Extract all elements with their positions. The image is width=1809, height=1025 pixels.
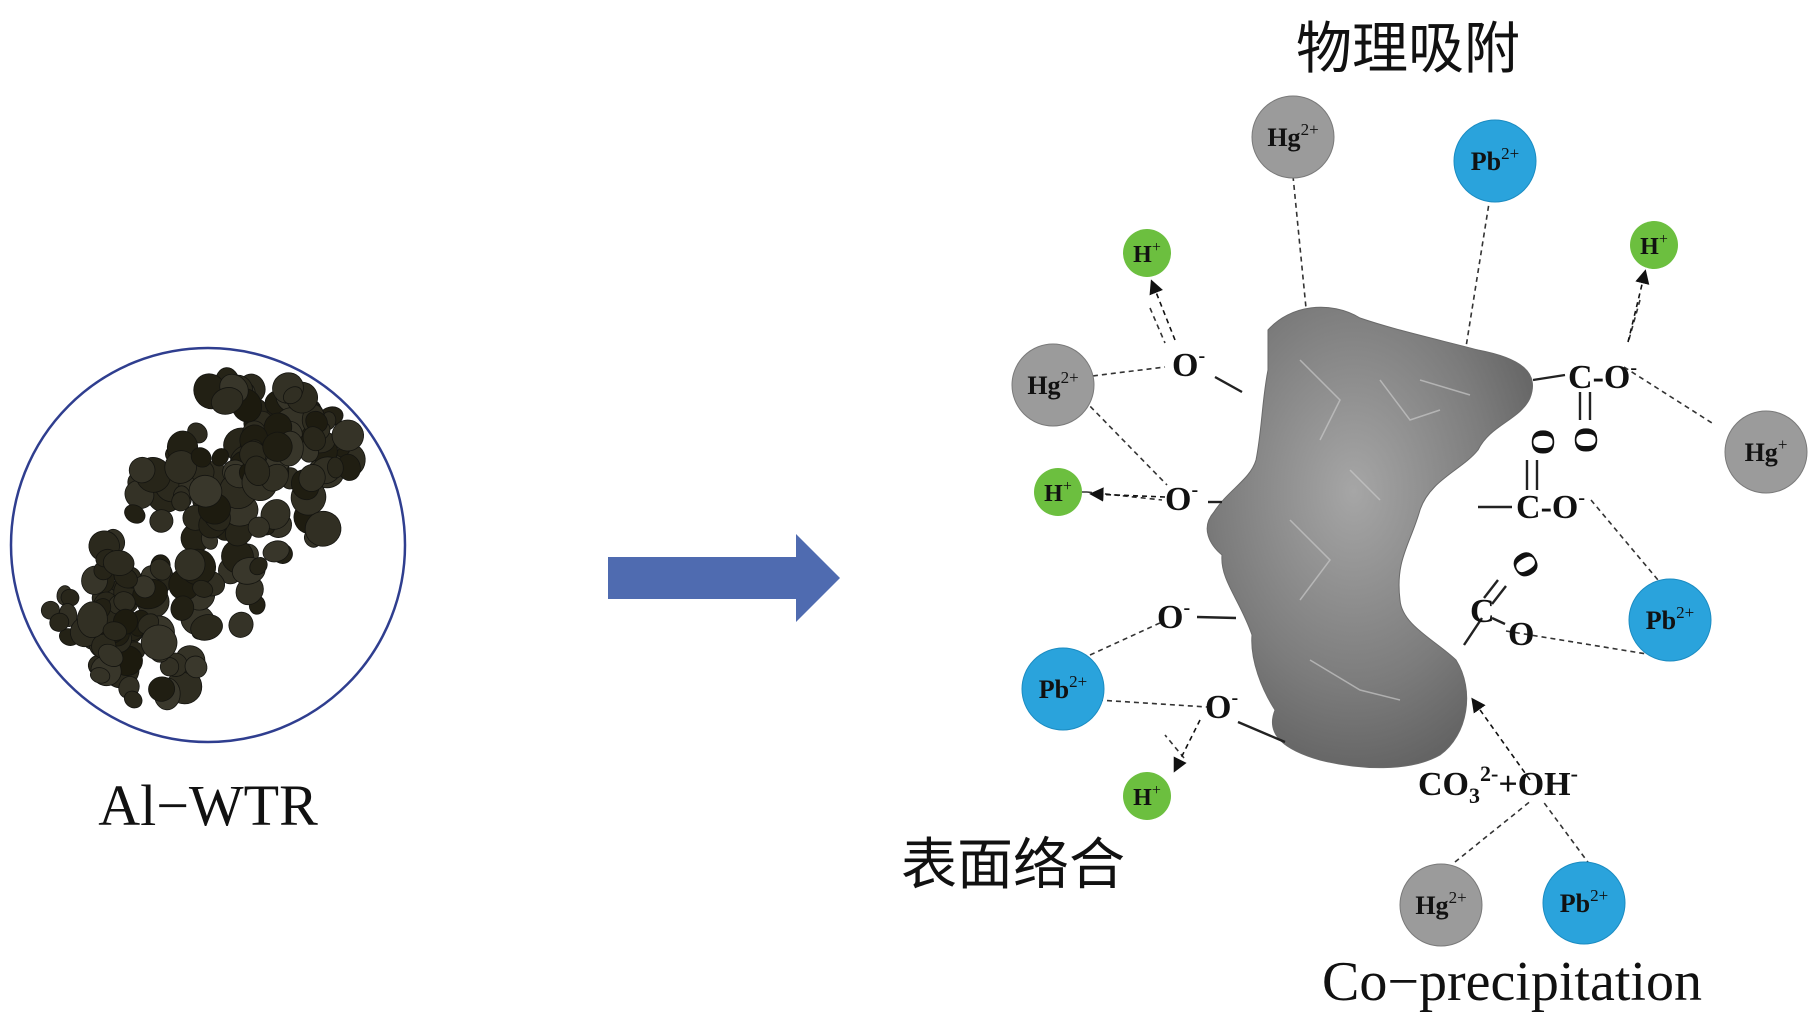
al-wtr-sample bbox=[9, 346, 407, 744]
granule bbox=[49, 612, 70, 632]
granule bbox=[244, 455, 271, 486]
granule bbox=[76, 601, 108, 638]
o-minus-group: O- bbox=[1165, 479, 1198, 518]
granule bbox=[282, 386, 303, 405]
granule bbox=[247, 516, 270, 538]
granule bbox=[304, 510, 342, 547]
surface-bonds bbox=[1196, 373, 1566, 744]
physical-adsorption-label: 物理吸附 bbox=[1296, 19, 1520, 81]
co-precipitation-label: Co−precipitation bbox=[1322, 951, 1702, 1013]
granule bbox=[302, 426, 326, 452]
carboxyl-group-middle: O C-O- bbox=[1516, 429, 1585, 526]
granule bbox=[171, 491, 191, 512]
o-minus-group: O- bbox=[1157, 597, 1190, 636]
granule bbox=[228, 611, 254, 638]
svg-text:C-O-: C-O- bbox=[1516, 487, 1585, 526]
granule bbox=[123, 690, 143, 709]
granule bbox=[98, 643, 124, 667]
o-minus-group: O- bbox=[1205, 687, 1238, 726]
svg-text:O: O bbox=[1524, 429, 1561, 455]
hg2-ion-bottom: Hg2+ bbox=[1399, 863, 1483, 947]
granule bbox=[128, 456, 156, 484]
granule bbox=[174, 548, 206, 581]
svg-text:O: O bbox=[1508, 616, 1534, 653]
granule bbox=[124, 504, 146, 524]
h-ion-bottom-left: H+ bbox=[1123, 772, 1171, 820]
granule bbox=[249, 557, 268, 576]
svg-text:Hg2+: Hg2+ bbox=[1415, 888, 1466, 920]
granule bbox=[140, 624, 178, 661]
granule bbox=[192, 580, 214, 598]
svg-text:H+: H+ bbox=[1640, 231, 1668, 260]
granule bbox=[211, 448, 229, 467]
granule bbox=[298, 464, 326, 492]
svg-text:H+: H+ bbox=[1133, 782, 1161, 811]
granule bbox=[102, 621, 127, 641]
granule bbox=[262, 540, 290, 563]
svg-text:Hg2+: Hg2+ bbox=[1267, 120, 1318, 152]
granule bbox=[102, 550, 135, 576]
granule bbox=[188, 474, 223, 508]
svg-text:H+: H+ bbox=[1133, 239, 1161, 268]
release-arrows bbox=[1089, 269, 1650, 781]
hg2-ion-top: Hg2+ bbox=[1251, 95, 1335, 179]
svg-text:O-: O- bbox=[1165, 479, 1198, 518]
granule-cluster-icon bbox=[40, 367, 366, 711]
granule bbox=[149, 509, 174, 533]
granule bbox=[190, 447, 212, 468]
svg-text:Pb2+: Pb2+ bbox=[1039, 672, 1087, 704]
granule bbox=[184, 655, 208, 679]
svg-text:O-: O- bbox=[1172, 345, 1205, 384]
granule bbox=[262, 431, 293, 462]
svg-text:O: O bbox=[1567, 427, 1604, 453]
granule bbox=[89, 667, 111, 684]
svg-text:C-O-: C-O- bbox=[1568, 357, 1637, 396]
hg2-ion-left: Hg2+ bbox=[1011, 343, 1095, 427]
svg-text:C: C bbox=[1470, 593, 1495, 630]
svg-text:Pb2+: Pb2+ bbox=[1560, 886, 1608, 918]
svg-text:Hg2+: Hg2+ bbox=[1027, 368, 1078, 400]
granule bbox=[210, 387, 244, 415]
surface-complexation-label: 表面络合 bbox=[901, 835, 1125, 897]
svg-text:O-: O- bbox=[1205, 687, 1238, 726]
al-wtr-caption: Al−WTR bbox=[98, 773, 318, 838]
pb2-ion-bottom: Pb2+ bbox=[1542, 861, 1626, 945]
pb2-ion-left: Pb2+ bbox=[1021, 647, 1105, 731]
h-ion-top-right: H+ bbox=[1630, 221, 1678, 269]
pb2-ion-right: Pb2+ bbox=[1628, 578, 1712, 662]
granule bbox=[164, 450, 198, 484]
granule bbox=[149, 558, 172, 581]
h-ion-top-left: H+ bbox=[1123, 229, 1171, 277]
co3-oh-label: CO32-+OH- bbox=[1418, 761, 1578, 808]
svg-text:Pb2+: Pb2+ bbox=[1646, 603, 1694, 635]
granule bbox=[170, 595, 195, 621]
svg-text:H+: H+ bbox=[1044, 478, 1072, 507]
svg-text:Hg+: Hg+ bbox=[1745, 435, 1788, 467]
carboxyl-group-top: C-O- O bbox=[1567, 357, 1637, 453]
h-ion-left: H+ bbox=[1034, 468, 1082, 516]
particle-texture bbox=[1289, 359, 1471, 701]
o-minus-group: O- bbox=[1172, 345, 1205, 384]
granule bbox=[133, 575, 156, 599]
granule bbox=[331, 419, 364, 452]
granule bbox=[148, 676, 176, 702]
svg-text:Pb2+: Pb2+ bbox=[1471, 144, 1519, 176]
process-arrow-icon bbox=[608, 534, 840, 622]
granule bbox=[190, 614, 223, 641]
hg1-ion-right: Hg+ bbox=[1724, 410, 1808, 494]
adsorbent-particle bbox=[1206, 306, 1533, 769]
interaction-lines bbox=[1060, 175, 1713, 866]
svg-text:O-: O- bbox=[1157, 597, 1190, 636]
svg-text:O: O bbox=[1502, 544, 1547, 585]
granule bbox=[327, 456, 344, 479]
pb2-ion-top: Pb2+ bbox=[1453, 119, 1537, 203]
